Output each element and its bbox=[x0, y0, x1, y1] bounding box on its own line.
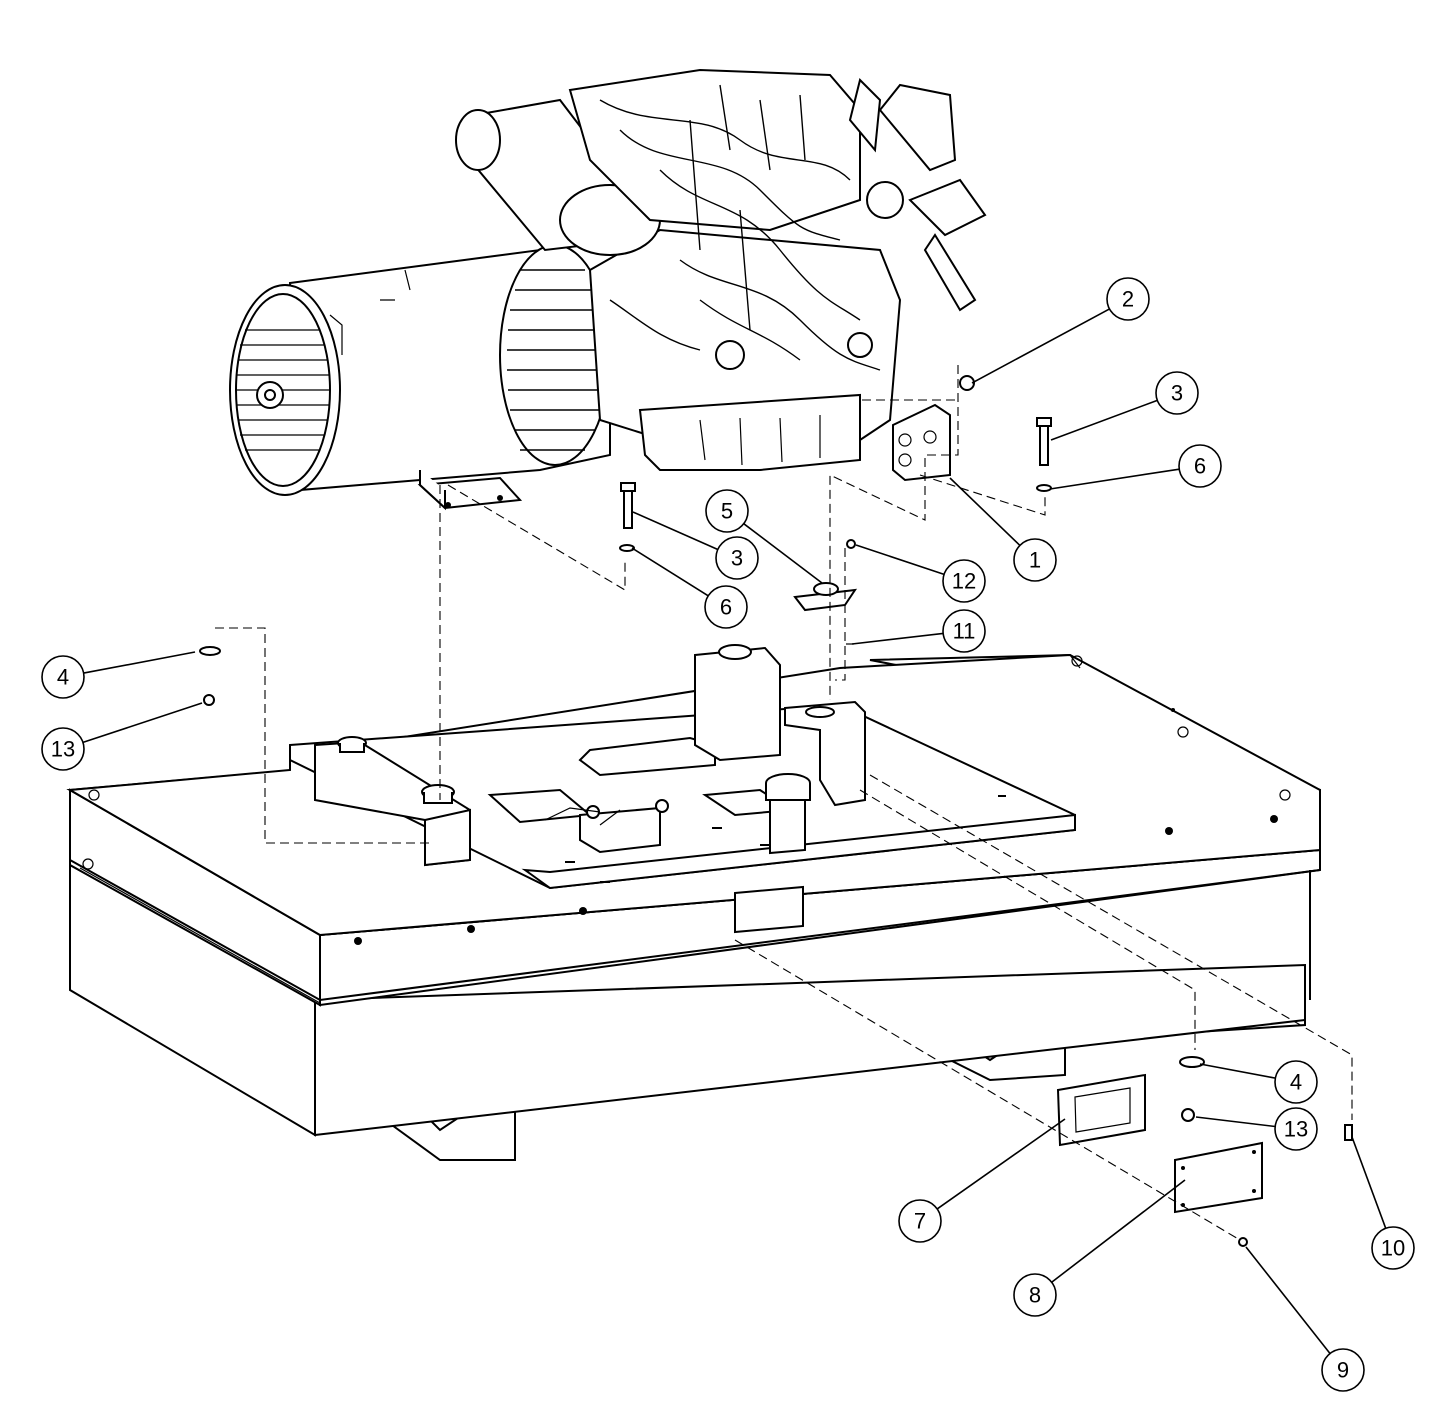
callout-c4b: 4 bbox=[1199, 1060, 1318, 1104]
washer-left bbox=[619, 544, 635, 552]
callout-number: 6 bbox=[1194, 454, 1206, 479]
callout-circle bbox=[942, 559, 986, 603]
engine-cradle-frame bbox=[289, 644, 1076, 890]
callout-circle bbox=[1321, 1348, 1365, 1392]
oil-pan bbox=[638, 393, 861, 471]
leader-line bbox=[632, 511, 719, 551]
callout-c12: 12 bbox=[855, 544, 986, 603]
cover-screw bbox=[1238, 1237, 1248, 1247]
callout-c13b: 13 bbox=[1195, 1107, 1318, 1151]
callout-circle bbox=[1178, 444, 1222, 488]
cylinder-head bbox=[568, 68, 861, 232]
callout-circle bbox=[942, 609, 986, 653]
callout-c7: 7 bbox=[898, 1118, 1066, 1243]
leader-line bbox=[1351, 1136, 1387, 1229]
callout-number: 3 bbox=[1171, 381, 1183, 406]
callout-number: 1 bbox=[1029, 548, 1041, 573]
callout-number: 7 bbox=[914, 1209, 926, 1234]
leader-line bbox=[1050, 399, 1158, 441]
callout-number: 11 bbox=[953, 619, 976, 644]
callout-circle bbox=[41, 655, 85, 699]
grille-slats bbox=[237, 329, 330, 451]
engine-block bbox=[588, 228, 902, 447]
callout-circle bbox=[715, 536, 759, 580]
leader-line bbox=[1199, 1063, 1276, 1079]
callout-circle bbox=[1274, 1107, 1318, 1151]
cooling-fins bbox=[507, 269, 603, 451]
callout-c1: 1 bbox=[949, 477, 1057, 582]
access-cover-plate bbox=[1174, 1141, 1263, 1214]
hex-nut-right bbox=[1181, 1108, 1195, 1122]
callout-number: 13 bbox=[51, 737, 75, 762]
flat-washer-left bbox=[199, 646, 221, 656]
callout-number: 6 bbox=[720, 595, 732, 620]
callout-circle bbox=[1155, 371, 1199, 415]
lock-nut bbox=[846, 539, 856, 549]
engine-generator-assembly bbox=[229, 68, 987, 511]
leader-line bbox=[83, 651, 196, 674]
access-opening bbox=[734, 885, 804, 934]
leader-line bbox=[1049, 468, 1180, 490]
callout-number: 13 bbox=[1284, 1117, 1308, 1142]
callout-circle bbox=[1274, 1060, 1318, 1104]
callout-circle bbox=[704, 585, 748, 629]
callout-number: 8 bbox=[1029, 1283, 1041, 1308]
leader-line bbox=[1195, 1116, 1276, 1128]
callout-circle bbox=[41, 727, 85, 771]
callout-circle bbox=[1013, 1273, 1057, 1317]
base-bolt-holes bbox=[82, 655, 1291, 945]
leader-line bbox=[1051, 1179, 1186, 1283]
callout-c6a: 6 bbox=[1049, 444, 1222, 490]
drain-bolt bbox=[1344, 1124, 1353, 1141]
callout-c11: 11 bbox=[851, 609, 986, 653]
radiator-fan bbox=[848, 78, 987, 312]
engine-harness-lines bbox=[599, 84, 881, 371]
washer-right bbox=[1036, 484, 1052, 492]
callout-circle bbox=[1106, 277, 1150, 321]
callout-circle bbox=[1013, 538, 1057, 582]
flange-nut bbox=[959, 375, 975, 391]
leader-line bbox=[743, 523, 823, 584]
leader-line bbox=[971, 308, 1110, 384]
callout-number: 9 bbox=[1337, 1358, 1349, 1383]
leader-line bbox=[936, 1118, 1066, 1210]
leader-line bbox=[1245, 1246, 1331, 1355]
access-gasket bbox=[1056, 1073, 1146, 1147]
loose-hardware bbox=[199, 375, 1353, 1247]
callout-number: 12 bbox=[952, 569, 976, 594]
callout-c10: 10 bbox=[1351, 1136, 1415, 1270]
callout-c13a: 13 bbox=[41, 702, 203, 771]
leader-line bbox=[82, 702, 203, 744]
engine-mount-bracket bbox=[892, 403, 951, 482]
leader-line bbox=[631, 547, 709, 597]
assembly-center-lines bbox=[215, 365, 1353, 1241]
flat-washer-right bbox=[1179, 1056, 1205, 1068]
hex-nut-left bbox=[203, 694, 215, 706]
callout-number: 4 bbox=[57, 665, 69, 690]
hex-bolt-left bbox=[623, 489, 633, 529]
hex-bolt-right bbox=[1039, 424, 1049, 466]
callout-circle bbox=[705, 489, 749, 533]
callout-c3a: 3 bbox=[1050, 371, 1199, 441]
callout-c8: 8 bbox=[1013, 1179, 1186, 1317]
callout-number: 5 bbox=[721, 499, 733, 524]
leader-line bbox=[851, 632, 944, 645]
callout-c6b: 6 bbox=[631, 547, 748, 629]
callout-c3b: 3 bbox=[632, 511, 759, 580]
callout-number: 4 bbox=[1290, 1070, 1302, 1095]
callout-number: 2 bbox=[1122, 287, 1134, 312]
callout-number: 10 bbox=[1381, 1236, 1405, 1261]
callout-c9: 9 bbox=[1245, 1246, 1365, 1392]
callout-circle bbox=[1371, 1226, 1415, 1270]
leader-line bbox=[855, 544, 945, 576]
callout-number: 3 bbox=[731, 546, 743, 571]
callout-c2: 2 bbox=[971, 277, 1150, 384]
callout-c5: 5 bbox=[705, 489, 823, 584]
callout-circle bbox=[898, 1199, 942, 1243]
callout-c4a: 4 bbox=[41, 651, 196, 699]
leader-line bbox=[949, 477, 1021, 546]
